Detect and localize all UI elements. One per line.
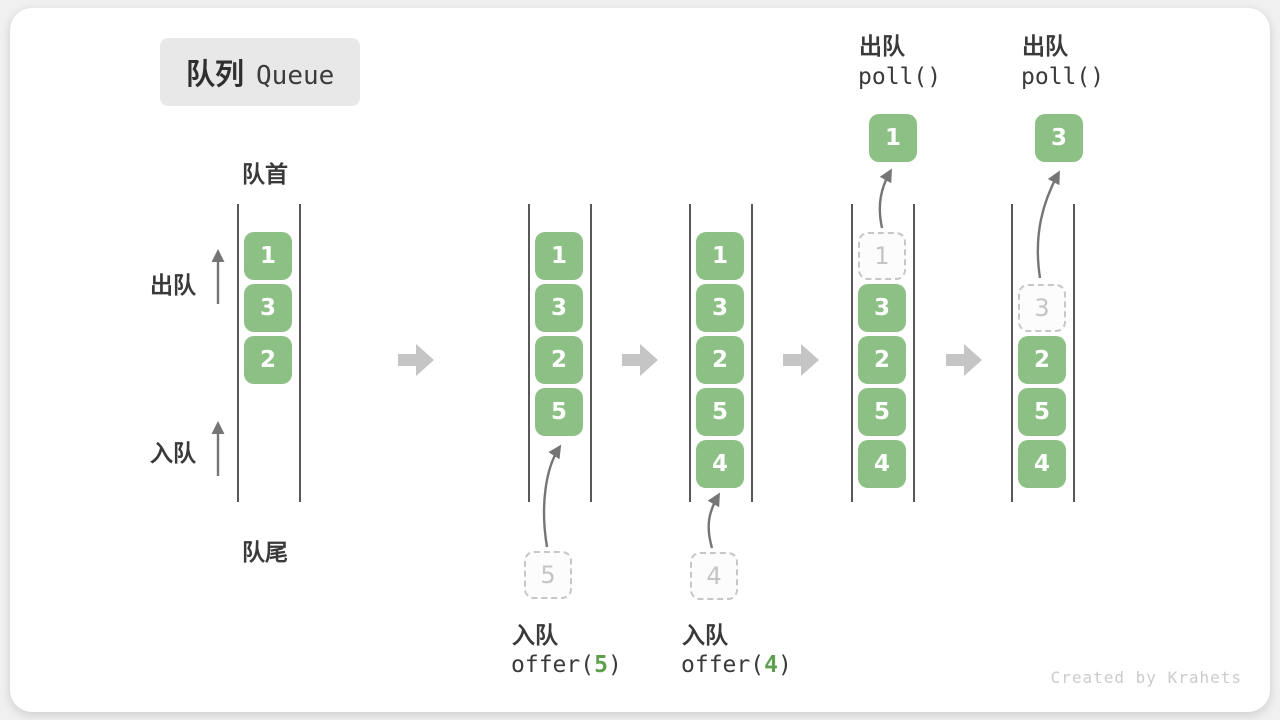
op-enqueue-code: offer(4): [681, 652, 792, 678]
title-en: Queue: [256, 61, 335, 91]
queue-item: 2: [535, 336, 583, 384]
queue-item: 4: [858, 440, 906, 488]
op-dequeue-label: 出队: [1022, 34, 1068, 60]
op-enqueue-code: offer(5): [511, 652, 622, 678]
queue-item: 3: [858, 284, 906, 332]
queue5-wall-left: [1011, 204, 1013, 502]
offer-5-arrow: [542, 444, 562, 548]
queue-item: 2: [696, 336, 744, 384]
code-post: ): [777, 652, 792, 678]
title-zh: 队列: [186, 57, 245, 91]
dequeued-item: 1: [869, 114, 917, 162]
offer-4-arrow: [707, 492, 720, 549]
code-post: ): [607, 652, 622, 678]
code-pre: offer(: [511, 652, 595, 678]
queue2-wall-right: [590, 204, 592, 502]
queue-item: 5: [1018, 388, 1066, 436]
queue3-wall-left: [689, 204, 691, 502]
queue-item: 1: [244, 232, 292, 280]
op-dequeue-label: 出队: [859, 34, 905, 60]
stage-transition-arrow-4: [946, 344, 982, 376]
queue2-wall-left: [528, 204, 530, 502]
queue-item: 3: [696, 284, 744, 332]
queue5-wall-right: [1073, 204, 1075, 502]
queue-item: 1: [535, 232, 583, 280]
queue-item: 2: [1018, 336, 1066, 384]
title-badge: 队列 Queue: [160, 38, 361, 106]
code-arg: 4: [764, 652, 778, 678]
op-dequeue-code: poll(): [858, 64, 942, 90]
queue1-wall-left: [237, 204, 239, 502]
poll-1-arrow: [878, 168, 892, 229]
queue-item: 2: [858, 336, 906, 384]
queue-item-ghost: 1: [858, 232, 906, 280]
queue1-wall-right: [299, 204, 301, 502]
code-pre: offer(: [681, 652, 765, 678]
pending-item: 5: [524, 551, 572, 599]
op-dequeue-code: poll(): [1021, 64, 1105, 90]
label-queue-front: 队首: [242, 162, 288, 188]
queue-item: 3: [535, 284, 583, 332]
queue-item: 1: [696, 232, 744, 280]
watermark: Created by Krahets: [1050, 668, 1242, 687]
queue-item: 4: [1018, 440, 1066, 488]
queue-item-ghost: 3: [1018, 284, 1066, 332]
queue-item: 3: [244, 284, 292, 332]
poll-3-arrow: [1036, 170, 1060, 279]
queue-item: 4: [696, 440, 744, 488]
queue-item: 2: [244, 336, 292, 384]
queue-item: 5: [696, 388, 744, 436]
dequeued-item: 3: [1035, 114, 1083, 162]
op-enqueue-label: 入队: [512, 623, 558, 649]
queue-item: 5: [858, 388, 906, 436]
queue3-wall-right: [751, 204, 753, 502]
label-enqueue-side: 入队: [150, 441, 196, 467]
label-dequeue-side: 出队: [150, 273, 196, 299]
stage-transition-arrow-1: [398, 344, 434, 376]
queue-item: 5: [535, 388, 583, 436]
queue4-wall-right: [913, 204, 915, 502]
pending-item: 4: [690, 552, 738, 600]
queue4-wall-left: [851, 204, 853, 502]
stage-transition-arrow-3: [783, 344, 819, 376]
stage-transition-arrow-2: [622, 344, 658, 376]
label-queue-rear: 队尾: [242, 540, 288, 566]
op-enqueue-label: 入队: [682, 623, 728, 649]
code-arg: 5: [594, 652, 608, 678]
